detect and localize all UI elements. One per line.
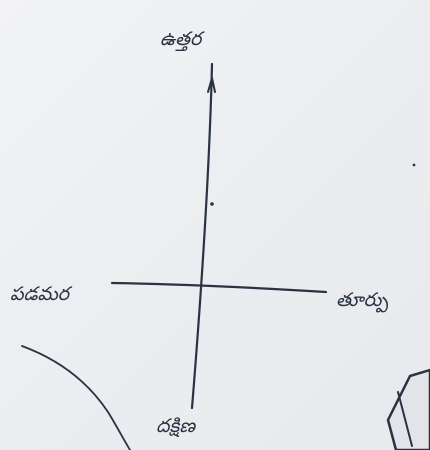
object-edge-inner-line <box>397 391 413 447</box>
stray-curve-line <box>21 345 131 450</box>
east-label: తూర్పు <box>336 289 388 313</box>
north-arrowhead <box>207 77 216 93</box>
object-edge-bottom-right <box>386 368 430 450</box>
east-west-axis <box>110 281 328 294</box>
west-label: పడమర <box>10 283 73 305</box>
pen-dot-edge <box>412 163 416 167</box>
south-label: దక్షిణ <box>156 415 196 438</box>
pen-dot <box>210 202 214 206</box>
north-label: ఉత్తర <box>160 28 205 52</box>
north-south-axis <box>190 62 214 410</box>
